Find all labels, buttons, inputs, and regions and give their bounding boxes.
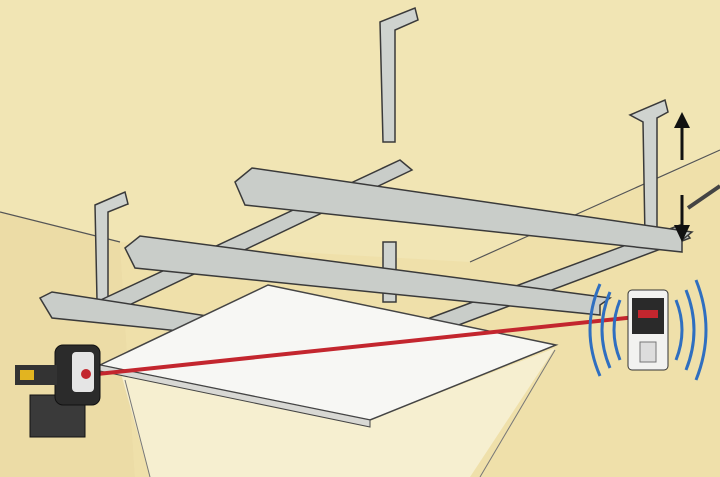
wall-edge-line-right <box>469 149 720 263</box>
signal-wave-icon <box>588 279 708 381</box>
screwdriver <box>686 184 720 210</box>
hanger-bracket <box>379 6 419 143</box>
laser-level-icon <box>15 344 101 438</box>
hanger-bracket <box>628 98 669 239</box>
light-cone <box>120 348 555 477</box>
main-rail <box>124 235 613 316</box>
laser-beam <box>87 314 646 377</box>
height-adjust-arrows-icon <box>674 112 690 242</box>
wall-corner-left <box>124 379 151 477</box>
wall-corner-right <box>479 349 556 477</box>
laser-receiver-icon <box>627 289 669 371</box>
